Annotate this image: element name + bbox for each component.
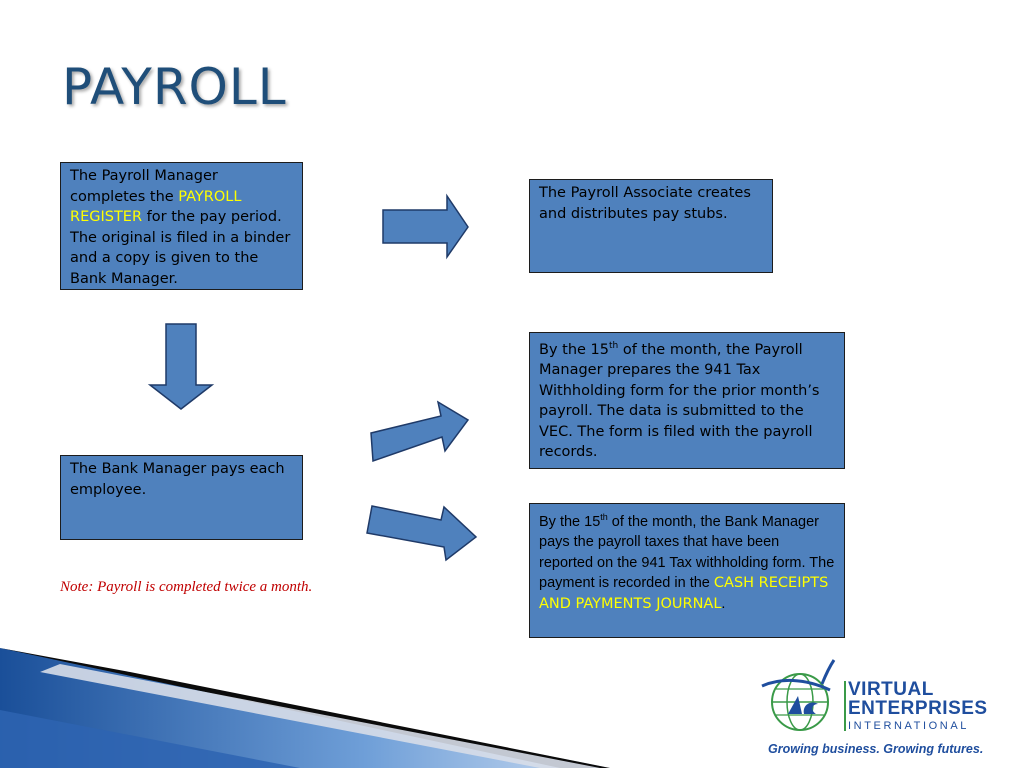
cash-receipts-journal-highlight: CASH RECEIPTS AND PAYMENTS JOURNAL (539, 575, 829, 612)
payroll-associate-text: The Payroll Associate creates and distri… (539, 185, 751, 222)
tax-payment-text-start: By the 15 (539, 513, 601, 530)
logo-tagline: Growing business. Growing futures. (768, 742, 984, 756)
logo-divider (844, 681, 846, 731)
virtual-enterprises-logo: VIRTUAL ENTERPRISES INTERNATIONAL Growin… (760, 656, 1000, 760)
logo-text-virtual: VIRTUAL (848, 679, 934, 700)
globe-ve-icon (761, 659, 836, 731)
arrow-down-right-bottom (366, 505, 478, 562)
tax-form-box: By the 15th of the month, the Payroll Ma… (529, 332, 845, 469)
tax-payment-text-middle: of the month, the Bank Manager pays the … (539, 513, 835, 592)
slide-title: PAYROLL (62, 58, 287, 116)
tax-payment-box: By the 15th of the month, the Bank Manag… (529, 503, 845, 638)
tax-form-text-end: of the month, the Payroll Manager prepar… (539, 341, 820, 461)
tax-payment-superscript: th (600, 512, 608, 522)
payroll-register-highlight: PAYROLL REGISTER (70, 188, 242, 226)
arrow-right-top (382, 193, 469, 260)
payroll-manager-text-start: The Payroll Manager completes the (70, 168, 218, 205)
logo-text-enterprises: ENTERPRISES (848, 698, 988, 719)
payroll-manager-text-end: for the pay period. The original is file… (70, 209, 291, 287)
arrow-up-right-middle (370, 400, 470, 463)
arrow-down-left (147, 323, 215, 410)
tax-form-superscript: th (609, 341, 619, 351)
payroll-associate-box: The Payroll Associate creates and distri… (529, 179, 773, 273)
bank-manager-text: The Bank Manager pays each employee. (70, 461, 285, 498)
tax-payment-text-end: . (721, 595, 726, 612)
logo-text-international: INTERNATIONAL (848, 720, 969, 732)
payroll-note: Note: Payroll is completed twice a month… (60, 579, 313, 595)
payroll-manager-box: The Payroll Manager completes the PAYROL… (60, 162, 303, 290)
tax-form-text-start: By the 15 (539, 341, 609, 358)
bank-manager-box: The Bank Manager pays each employee. (60, 455, 303, 540)
